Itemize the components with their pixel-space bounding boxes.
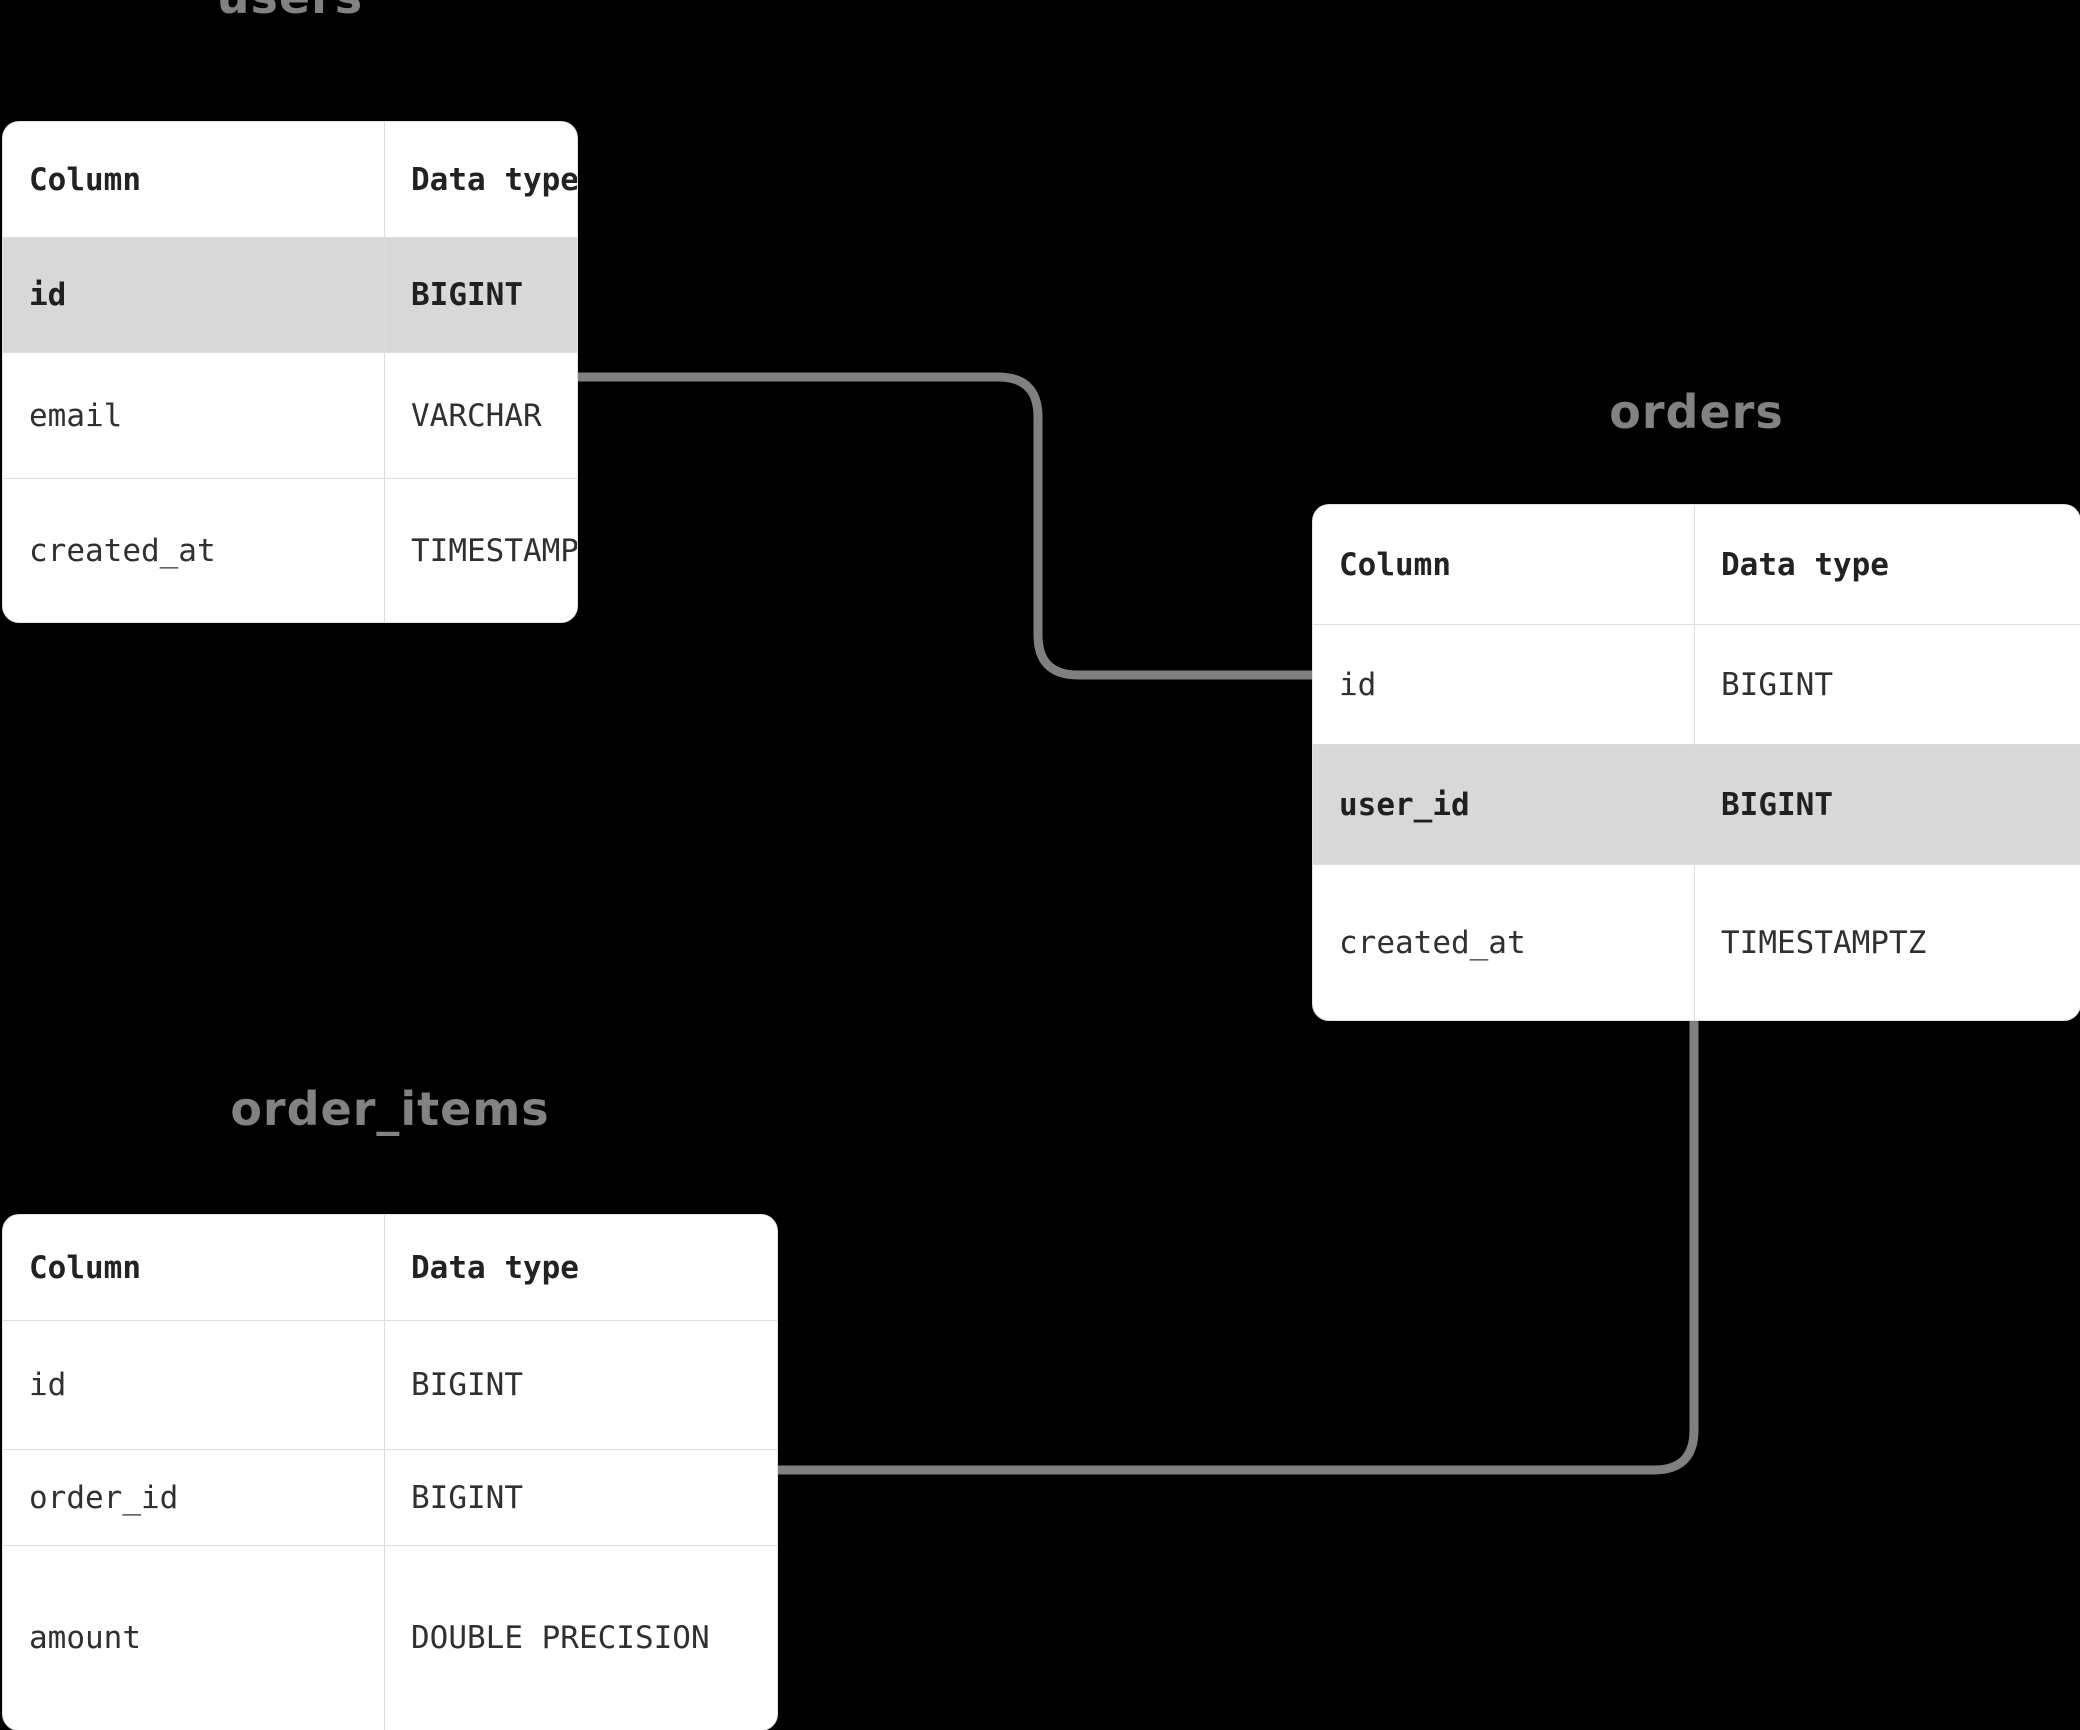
table-card-users[interactable]: Column Data type id BIGINT email VARCHAR… <box>3 122 577 622</box>
cell-column-datatype: BIGINT <box>411 1367 523 1403</box>
table-row[interactable]: created_at TIMESTAMPTZ <box>1313 865 2080 1020</box>
table-row[interactable]: amount DOUBLE PRECISION <box>3 1546 777 1730</box>
cell-column-datatype: DOUBLE PRECISION <box>411 1620 710 1656</box>
cell-column-name: id <box>3 1321 385 1449</box>
table-row[interactable]: email VARCHAR <box>3 353 577 479</box>
cell-column-name: email <box>3 353 385 478</box>
table-row[interactable]: order_id BIGINT <box>3 1450 777 1546</box>
cell-column-datatype: BIGINT <box>411 277 523 313</box>
header-cell-column: Column <box>1313 505 1695 624</box>
cell-column-datatype: BIGINT <box>411 1479 523 1516</box>
table-row[interactable]: created_at TIMESTAMPTZ <box>3 479 577 622</box>
table-title-orders: orders <box>1609 385 1784 439</box>
cell-column-name: order_id <box>3 1450 385 1545</box>
table-card-orders[interactable]: Column Data type id BIGINT user_id BIGIN… <box>1313 505 2080 1020</box>
cell-column-datatype: TIMESTAMPTZ <box>1721 924 1927 961</box>
cell-column-datatype: TIMESTAMPTZ <box>411 532 577 569</box>
header-cell-datatype: Data type <box>411 161 577 198</box>
cell-column-datatype: VARCHAR <box>411 397 542 434</box>
table-row[interactable]: user_id BIGINT <box>1313 745 2080 865</box>
connector-orders-to-order-items <box>773 1015 1699 1475</box>
table-row[interactable]: id BIGINT <box>1313 625 2080 745</box>
cell-column-name: user_id <box>1313 745 1695 864</box>
cell-column-datatype: BIGINT <box>1721 786 1833 823</box>
table-header-row: Column Data type <box>3 122 577 238</box>
header-cell-column: Column <box>3 1215 385 1320</box>
cell-column-datatype: BIGINT <box>1721 666 1833 703</box>
table-title-users: users <box>3 0 577 24</box>
cell-column-name: created_at <box>1313 865 1695 1020</box>
header-cell-datatype: Data type <box>1721 546 1889 583</box>
table-card-order-items[interactable]: Column Data type id BIGINT order_id BIGI… <box>3 1215 777 1730</box>
header-cell-column: Column <box>3 122 385 237</box>
table-header-row: Column Data type <box>1313 505 2080 625</box>
table-row[interactable]: id BIGINT <box>3 1321 777 1450</box>
cell-column-name: id <box>3 238 385 352</box>
cell-column-name: id <box>1313 625 1695 744</box>
header-cell-datatype: Data type <box>411 1249 579 1286</box>
table-row[interactable]: id BIGINT <box>3 238 577 353</box>
cell-column-name: created_at <box>3 479 385 622</box>
connector-users-to-orders <box>573 372 1318 680</box>
table-title-order-items: order_items <box>230 1082 550 1136</box>
cell-column-name: amount <box>3 1546 385 1730</box>
table-header-row: Column Data type <box>3 1215 777 1321</box>
